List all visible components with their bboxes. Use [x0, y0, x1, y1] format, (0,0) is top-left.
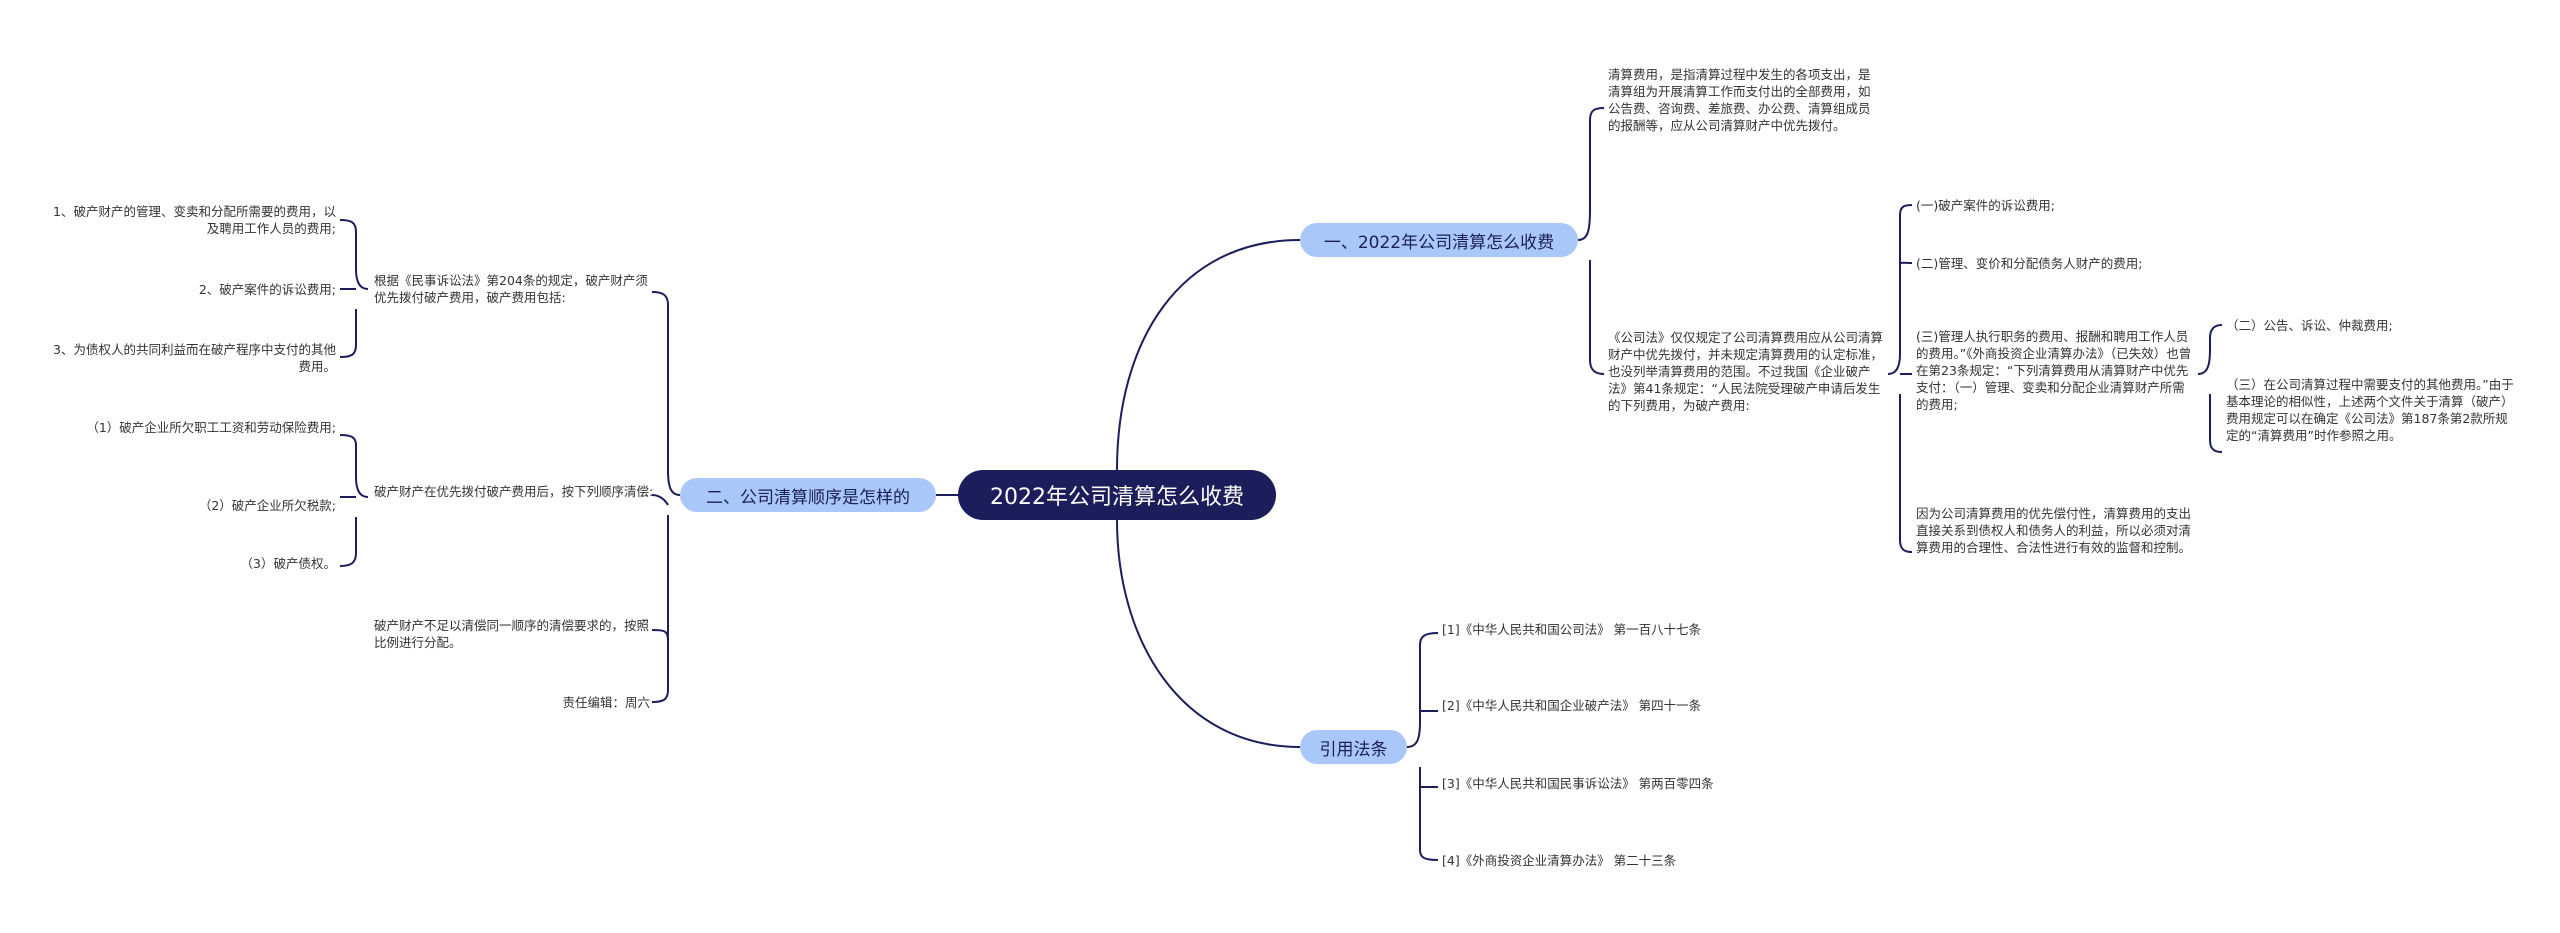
leaf-proportional-distribution: 破产财产不足以清偿同一顺序的清偿要求的，按照比例进行分配。	[374, 618, 650, 650]
leaf-g2-item-claims: （3）破产债权。	[240, 556, 336, 571]
root-topic[interactable]: 2022年公司清算怎么收费	[958, 470, 1276, 520]
leaf-law-company-law: [1]《中华人民共和国公司法》 第一百八十七条	[1442, 622, 1702, 637]
leaf-law-civil-procedure-law: [3]《中华人民共和国民事诉讼法》 第两百零四条	[1442, 776, 1714, 791]
leaf-law-foreign-enterprise-clearing: [4]《外商投资企业清算办法》 第二十三条	[1442, 853, 1677, 868]
bracket-b2-g2	[339, 434, 369, 567]
bracket-b3	[1406, 632, 1439, 861]
leaf-law-bankruptcy-law: [2]《中华人民共和国企业破产法》 第四十一条	[1442, 698, 1702, 713]
bracket-b2	[651, 291, 681, 703]
leaf-repayment-order: 破产财产在优先拨付破产费用后，按下列顺序清偿:	[374, 484, 654, 499]
leaf-item-litigation-fees: (一)破产案件的诉讼费用;	[1916, 198, 2055, 213]
leaf-item-supervision: 因为公司清算费用的优先偿付性，清算费用的支出直接关系到债权人和债务人的利益，所以…	[1916, 506, 2192, 555]
leaf-g1-item-other: 3、为债权人的共同利益而在破产程序中支付的其他费用。	[53, 342, 336, 374]
leaf-item-management-fees: (二)管理、变价和分配债务人财产的费用;	[1916, 256, 2143, 271]
bracket-b1	[1577, 107, 1605, 375]
bracket-b2-g1	[339, 219, 369, 358]
leaf-g1-item-management: 1、破产财产的管理、变卖和分配所需要的费用，以及聘用工作人员的费用;	[53, 204, 336, 236]
leaf-sub-announcement-fees: （二）公告、诉讼、仲裁费用;	[2226, 318, 2393, 333]
branch-clearing-fees[interactable]: 一、2022年公司清算怎么收费	[1300, 223, 1578, 257]
bracket-b1-law	[1887, 204, 1913, 553]
leaf-editor: 责任编辑：周六	[562, 695, 650, 710]
branch-cited-laws[interactable]: 引用法条	[1300, 730, 1407, 764]
leaf-g2-item-taxes: （2）破产企业所欠税款;	[198, 498, 336, 513]
connector-root-b1	[1116, 239, 1301, 471]
leaf-item-administrator-fees: (三)管理人执行职务的费用、报酬和聘用工作人员的费用。”《外商投资企业清算办法》…	[1916, 329, 2192, 412]
connector-root-b3	[1116, 519, 1301, 748]
leaf-g2-item-wages: （1）破产企业所欠职工工资和劳动保险费用;	[86, 420, 336, 435]
bracket-b1-sub	[2197, 324, 2223, 453]
leaf-g1-item-litigation: 2、破产案件的诉讼费用;	[198, 282, 336, 297]
leaf-civil-procedure-rule: 根据《民事诉讼法》第204条的规定，破产财产须优先拨付破产费用，破产费用包括:	[374, 273, 648, 305]
branch-clearing-order[interactable]: 二、公司清算顺序是怎样的	[680, 478, 936, 512]
leaf-clearing-fee-definition: 清算费用，是指清算过程中发生的各项支出，是清算组为开展清算工作而支付出的全部费用…	[1608, 67, 1871, 133]
leaf-law-provisions: 《公司法》仅仅规定了公司清算费用应从公司清算财产中优先拨付，并未规定清算费用的认…	[1608, 330, 1884, 413]
leaf-sub-other-fees: （三）在公司清算过程中需要支付的其他费用。”由于基本理论的相似性，上述两个文件关…	[2226, 377, 2514, 443]
